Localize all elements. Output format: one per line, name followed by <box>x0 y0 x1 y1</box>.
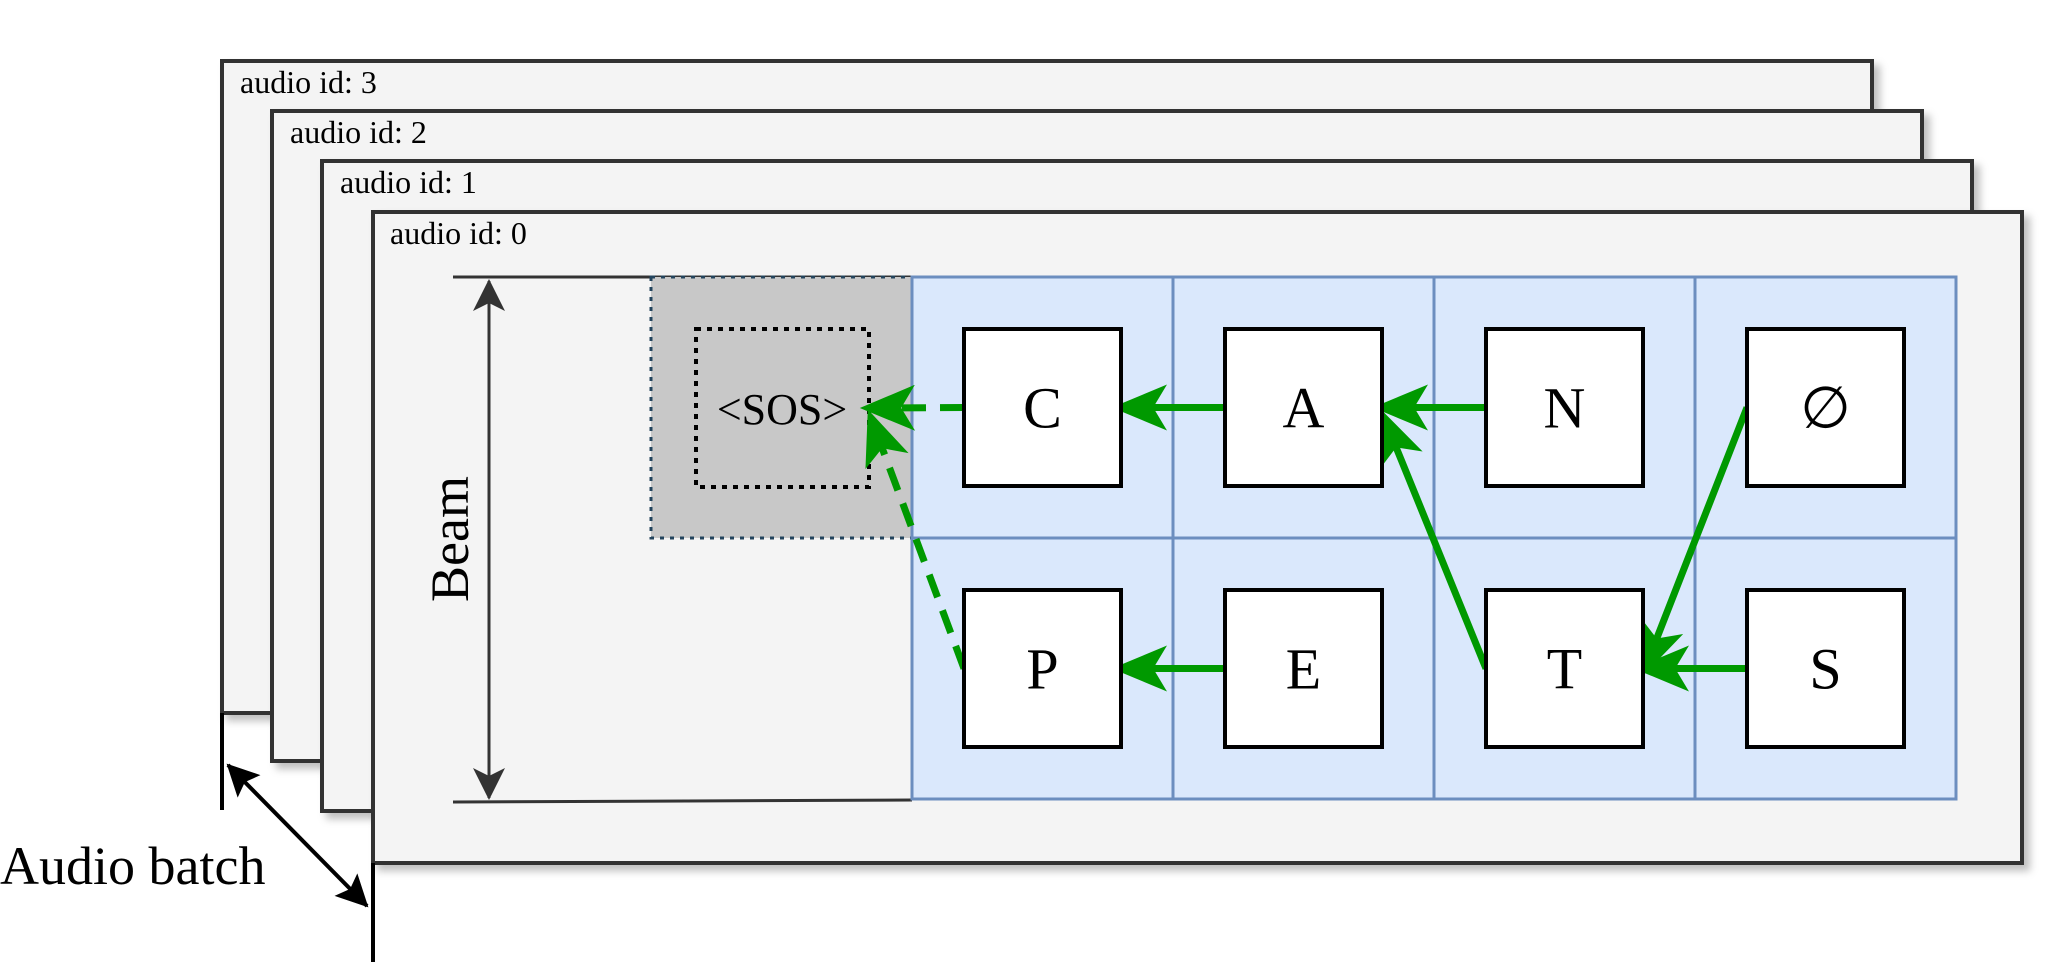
token-box-blank: ∅ <box>1745 327 1906 488</box>
arrow-t-to-a <box>1380 408 1490 670</box>
sos-token-label: <SOS> <box>717 385 847 434</box>
token-box-c: C <box>962 327 1123 488</box>
token-label-a: A <box>1283 376 1325 441</box>
token-label-p: P <box>1026 637 1058 702</box>
token-label-n: N <box>1544 376 1586 441</box>
audio-card-label-2: audio id: 2 <box>290 114 427 150</box>
token-box-t: T <box>1484 588 1645 749</box>
beam-bottom-extension-line <box>452 798 913 804</box>
arrow-c-to-sos <box>859 384 965 431</box>
token-box-a: A <box>1223 327 1384 488</box>
token-label-s: S <box>1809 637 1841 702</box>
arrow-p-to-sos <box>865 409 968 670</box>
token-label-blank: ∅ <box>1800 376 1851 441</box>
audio-card-label-0: audio id: 0 <box>390 215 527 251</box>
batch-dimension-arrow <box>226 763 369 908</box>
token-label-e: E <box>1286 637 1321 702</box>
batch-label: Audio batch <box>0 836 265 896</box>
audio-card-label-1: audio id: 1 <box>340 164 477 200</box>
audio-card-label-3: audio id: 3 <box>240 64 377 100</box>
backpointer-arrows <box>859 384 1751 692</box>
token-boxes: C A N ∅ P E T S <box>962 327 1906 749</box>
token-label-c: C <box>1023 376 1062 441</box>
beam-label: Beam <box>420 476 480 602</box>
arrow-blank-to-t <box>1640 406 1751 678</box>
token-box-n: N <box>1484 327 1645 488</box>
token-box-e: E <box>1223 588 1384 749</box>
token-box-p: P <box>962 588 1123 749</box>
token-box-s: S <box>1745 588 1906 749</box>
token-label-t: T <box>1547 637 1582 702</box>
